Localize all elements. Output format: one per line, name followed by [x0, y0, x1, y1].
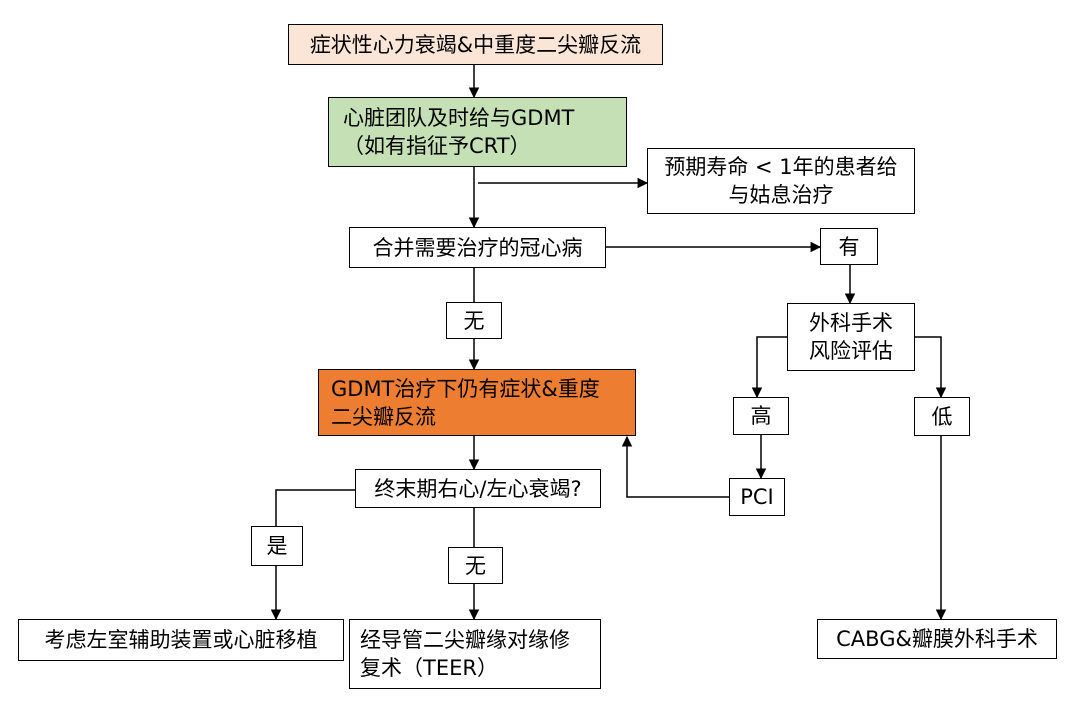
symptomatic-node: GDMT治疗下仍有症状&重度 二尖瓣反流 [318, 369, 636, 436]
line-endstage-to-yes [275, 489, 355, 526]
endstage-no-label: 无 [465, 553, 486, 578]
high-risk-label: 高 [750, 404, 772, 428]
low-risk-label: 低 [931, 404, 953, 429]
endstage-label: 终末期右心/左心衰竭? [374, 476, 582, 501]
cabg-node: CABG&瓣膜外科手术 [817, 619, 1057, 659]
lvad-label: 考虑左室辅助装置或心脏移植 [44, 628, 318, 652]
palliative-node: 预期寿命 < 1年的患者给 与姑息治疗 [647, 148, 915, 214]
arrow-risk-to-low [915, 336, 947, 399]
start-label: 症状性心力衰竭&中重度二尖瓣反流 [309, 32, 642, 57]
start-node: 症状性心力衰竭&中重度二尖瓣反流 [288, 24, 663, 65]
surgical-risk-node: 外科手术 风险评估 [787, 303, 915, 371]
cad-yes-label: 有 [838, 234, 860, 259]
arrow-pci-to-symptomatic [621, 435, 729, 498]
symptomatic-label-line1: GDMT治疗下仍有症状&重度 [331, 376, 600, 401]
endstage-yes-node: 是 [251, 526, 303, 566]
gdmt-node: 心脏团队及时给与GDMT （如有指征予CRT） [328, 97, 627, 167]
symptomatic-label-line2: 二尖瓣反流 [331, 404, 436, 429]
palliative-label-line1: 预期寿命 < 1年的患者给 [664, 155, 898, 179]
teer-label-line1: 经导管二尖瓣缘对缘修 [360, 628, 570, 652]
teer-label-line2: 复术（TEER） [360, 656, 498, 680]
high-risk-node: 高 [733, 397, 789, 435]
arrow-risk-to-high [751, 336, 787, 399]
lvad-node: 考虑左室辅助装置或心脏移植 [18, 619, 344, 661]
cad-no-label: 无 [463, 308, 485, 333]
low-risk-node: 低 [914, 397, 970, 436]
cad-node: 合并需要治疗的冠心病 [349, 227, 606, 268]
cad-no-node: 无 [446, 302, 502, 339]
cad-label: 合并需要治疗的冠心病 [372, 235, 583, 260]
pci-label: PCI [740, 485, 774, 509]
surgical-risk-label-line2: 风险评估 [809, 339, 893, 363]
gdmt-label-line2: （如有指征予CRT） [343, 134, 531, 158]
palliative-label-line2: 与姑息治疗 [728, 183, 834, 207]
endstage-yes-label: 是 [266, 534, 288, 558]
cad-yes-node: 有 [820, 228, 878, 265]
cabg-label: CABG&瓣膜外科手术 [836, 627, 1038, 651]
gdmt-label-line1: 心脏团队及时给与GDMT [343, 106, 575, 130]
endstage-no-node: 无 [448, 547, 503, 584]
pci-node: PCI [729, 478, 785, 516]
endstage-node: 终末期右心/左心衰竭? [355, 469, 601, 508]
surgical-risk-label-line1: 外科手术 [809, 311, 893, 335]
teer-node: 经导管二尖瓣缘对缘修 复术（TEER） [349, 619, 601, 689]
